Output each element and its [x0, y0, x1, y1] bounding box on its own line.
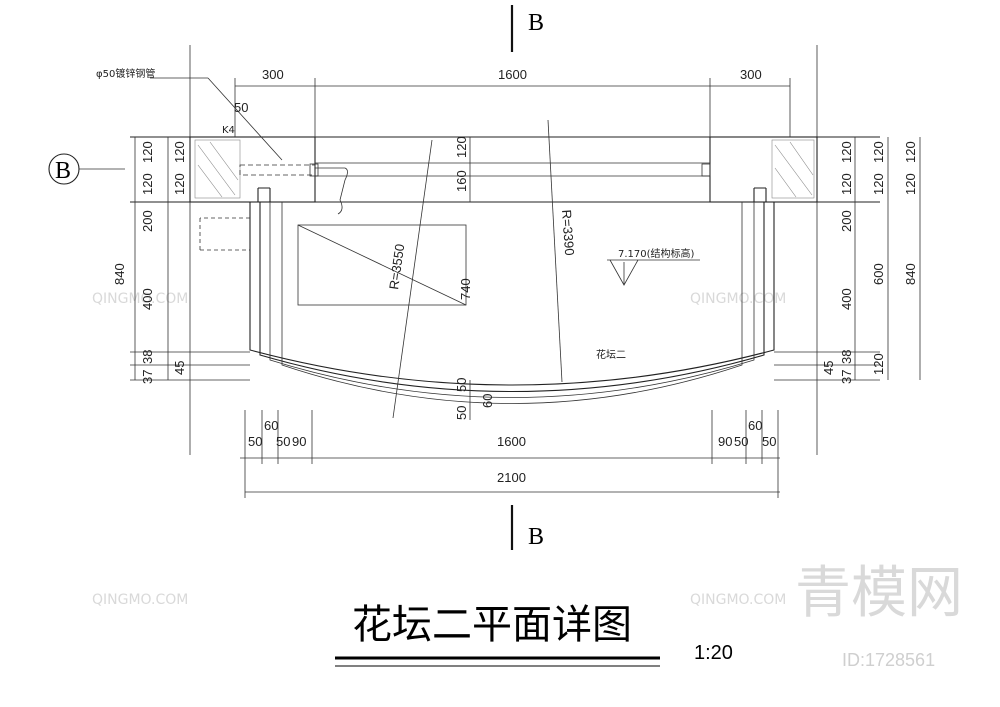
- drawing-title: 花坛二平面详图: [352, 602, 632, 648]
- radius-lines: R=3550 R=3390 740: [386, 119, 577, 419]
- structure-lines: [130, 45, 880, 455]
- watermark-brand: QINGMO.COM: [92, 592, 188, 608]
- top-dimensions: 300 1600 300 50: [234, 67, 791, 137]
- dim-left-1: 120: [140, 141, 155, 163]
- dim-right-mid-3: 600: [871, 263, 886, 285]
- watermark-brand: QINGMO.COM: [92, 291, 188, 307]
- pipe-note: φ50镀锌钢管: [96, 67, 155, 80]
- watermark-layer: QINGMO.COM QINGMO.COM QINGMO.COM QINGMO.…: [92, 291, 963, 670]
- dim-bot-right-60: 60: [748, 418, 762, 433]
- planter-name: 花坛二: [596, 348, 626, 361]
- watermark-logo: 青模网: [795, 561, 963, 626]
- watermark-id: ID:1728561: [842, 650, 935, 670]
- dim-right-4: 400: [839, 288, 854, 310]
- dim-bot-right-2: 50: [734, 434, 748, 449]
- dim-right-col-3: 840: [903, 263, 918, 285]
- dim-left-3: 200: [140, 210, 155, 232]
- section-mark-bottom: B: [510, 505, 544, 550]
- radius-outer-label: R=3550: [386, 243, 407, 291]
- width-740-label: 740: [458, 278, 473, 300]
- bottom-dimensions: 50 60 50 90 1600 90 50 60 50 2100: [240, 410, 780, 498]
- dim-center-50b: 50: [454, 406, 469, 420]
- dim-left-6: 38: [140, 350, 155, 364]
- dim-left-8: 120: [172, 173, 187, 195]
- elevation-label: 7.170(结构标高): [618, 247, 695, 260]
- drawing-scale: 1:20: [694, 642, 733, 664]
- axis-bubble-label: B: [55, 158, 71, 184]
- dim-top-left: 300: [262, 67, 284, 82]
- dim-bot-middle: 1600: [497, 434, 526, 449]
- dim-center-60: 60: [480, 394, 495, 408]
- dim-bot-left-1: 50: [248, 434, 262, 449]
- dim-bot-total: 2100: [497, 470, 526, 485]
- axis-bubble: B: [48, 153, 125, 185]
- dim-bot-left-3: 90: [292, 434, 306, 449]
- dim-bot-left-60: 60: [264, 418, 278, 433]
- right-dimensions: 120 120 200 400 37 38 45 120 120 600 120…: [821, 137, 921, 384]
- dim-left-total: 840: [112, 263, 127, 285]
- left-dimensions: 120 120 200 400 37 38 120 120 45 840: [112, 137, 187, 384]
- dim-right-mid-2: 120: [871, 173, 886, 195]
- radius-inner-label: R=3390: [559, 209, 577, 256]
- dim-center-160: 160: [454, 170, 469, 192]
- dim-left-5: 37: [140, 370, 155, 384]
- dim-right-col-2: 120: [903, 173, 918, 195]
- dim-right-2: 120: [839, 173, 854, 195]
- dim-bot-right-3: 50: [762, 434, 776, 449]
- dim-center-50a: 50: [454, 378, 469, 392]
- section-label-top: B: [528, 10, 544, 36]
- planter-walls: [130, 202, 880, 404]
- dim-right-45: 45: [821, 361, 836, 375]
- dim-right-mid-4: 120: [871, 353, 886, 375]
- dim-top-middle: 1600: [498, 67, 527, 82]
- center-dimensions: 120 160 50 50 60: [454, 136, 495, 420]
- section-label-bottom: B: [528, 524, 544, 550]
- title-block: 花坛二平面详图 1:20: [335, 602, 733, 667]
- dim-right-1: 120: [839, 141, 854, 163]
- dim-bot-right-1: 90: [718, 434, 732, 449]
- dim-top-right: 300: [740, 67, 762, 82]
- dim-left-45: 45: [172, 361, 187, 375]
- watermark-brand: QINGMO.COM: [690, 592, 786, 608]
- dim-right-3: 200: [839, 210, 854, 232]
- dim-right-col-1: 120: [903, 141, 918, 163]
- section-mark-top: B: [510, 5, 544, 52]
- pipe-detail: [150, 77, 767, 215]
- dim-left-7: 120: [172, 141, 187, 163]
- watermark-brand: QINGMO.COM: [690, 291, 786, 307]
- dim-left-4: 400: [140, 288, 155, 310]
- dim-right-5: 37: [839, 370, 854, 384]
- elevation-marker: 7.170(结构标高): [607, 247, 700, 286]
- dim-left-2: 120: [140, 173, 155, 195]
- dim-bot-left-2: 50: [276, 434, 290, 449]
- dim-top-50: 50: [234, 100, 248, 115]
- dim-right-mid-1: 120: [871, 141, 886, 163]
- k4-label: K4: [222, 125, 235, 136]
- dim-right-6: 38: [839, 350, 854, 364]
- dim-center-120: 120: [454, 136, 469, 158]
